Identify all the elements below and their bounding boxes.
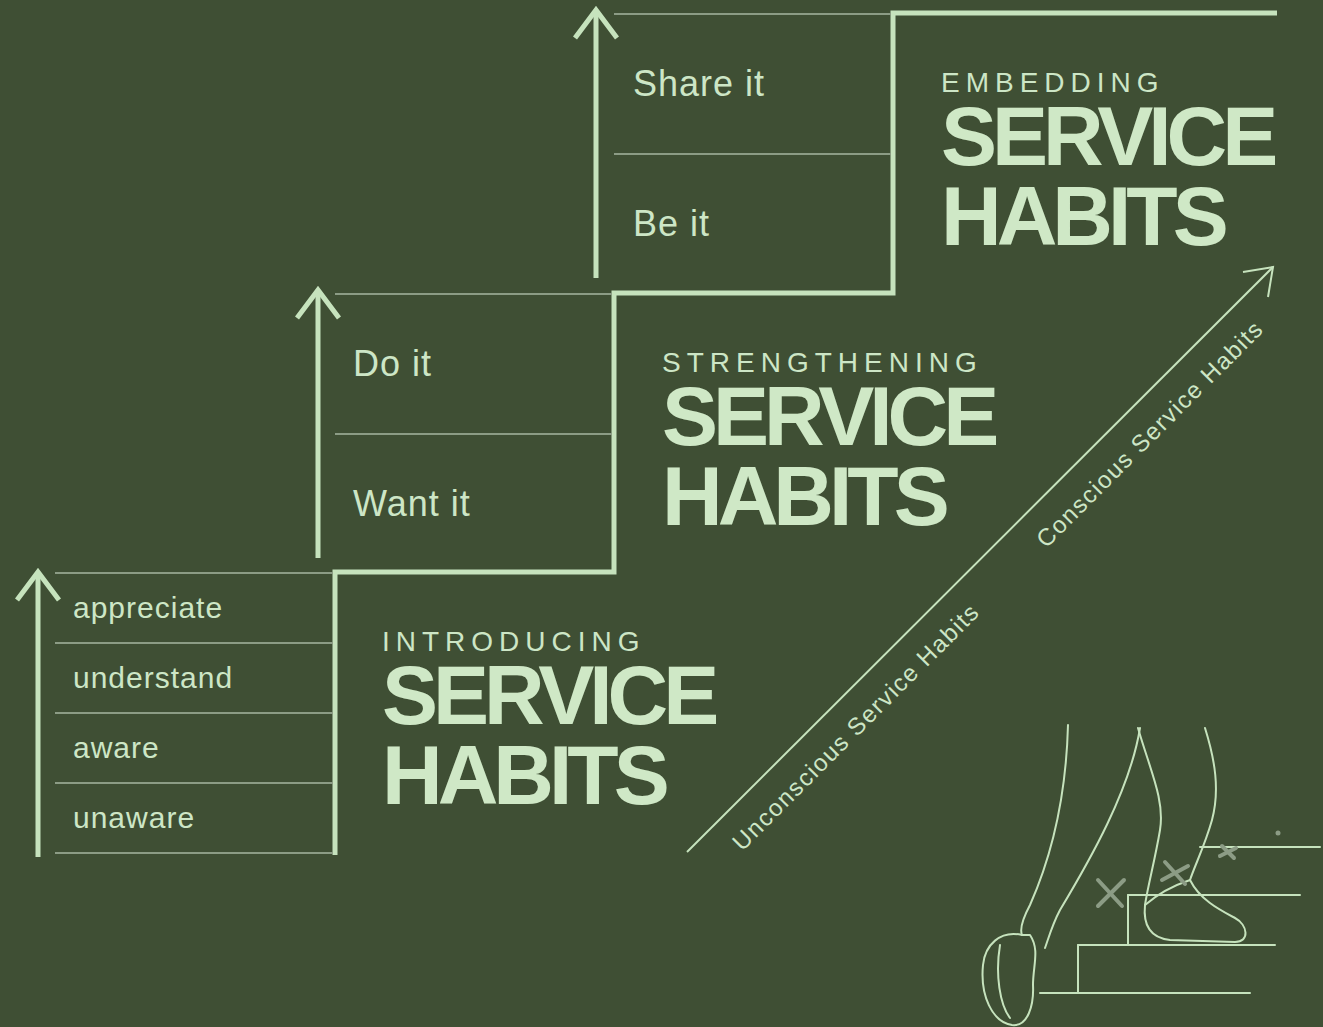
level-subtitle: EMBEDDING: [941, 68, 1165, 98]
axis-label: Unconscious Service Habits: [727, 598, 986, 857]
step-label: Want it: [353, 483, 471, 525]
stair-level: STRENGTHENINGSERVICE HABITSDo itWant it: [335, 293, 1035, 573]
level-title: SERVICE HABITS: [662, 376, 1042, 536]
step-label: Do it: [353, 343, 432, 385]
walking-figure: [983, 725, 1320, 1025]
level-title: SERVICE HABITS: [382, 655, 762, 815]
step-label: appreciate: [73, 591, 223, 625]
stair-level: EMBEDDINGSERVICE HABITS Share it Be it: [614, 13, 1323, 293]
stage-step: unaware: [55, 782, 333, 854]
stage-step: Be it: [614, 153, 891, 293]
step-label: unaware: [73, 801, 195, 835]
stage-step: Share it: [614, 13, 891, 153]
stair-level: INTRODUCINGSERVICE HABITSappreciateunder…: [55, 572, 755, 855]
stage-step: aware: [55, 712, 333, 782]
stage-step: Do it: [335, 293, 612, 433]
step-label: understand: [73, 661, 233, 695]
stage-step: appreciate: [55, 572, 333, 642]
step-label: Share it: [633, 63, 765, 105]
step-marks: [1098, 831, 1281, 907]
stage-step: understand: [55, 642, 333, 712]
level-subtitle: STRENGTHENING: [662, 348, 983, 378]
step-label: Be it: [633, 203, 710, 245]
step-label: aware: [73, 731, 160, 765]
stage-step: Want it: [335, 433, 612, 573]
level-subtitle: INTRODUCING: [382, 627, 646, 657]
axis-label: Conscious Service Habits: [1031, 315, 1270, 554]
level-title: SERVICE HABITS: [941, 96, 1321, 256]
